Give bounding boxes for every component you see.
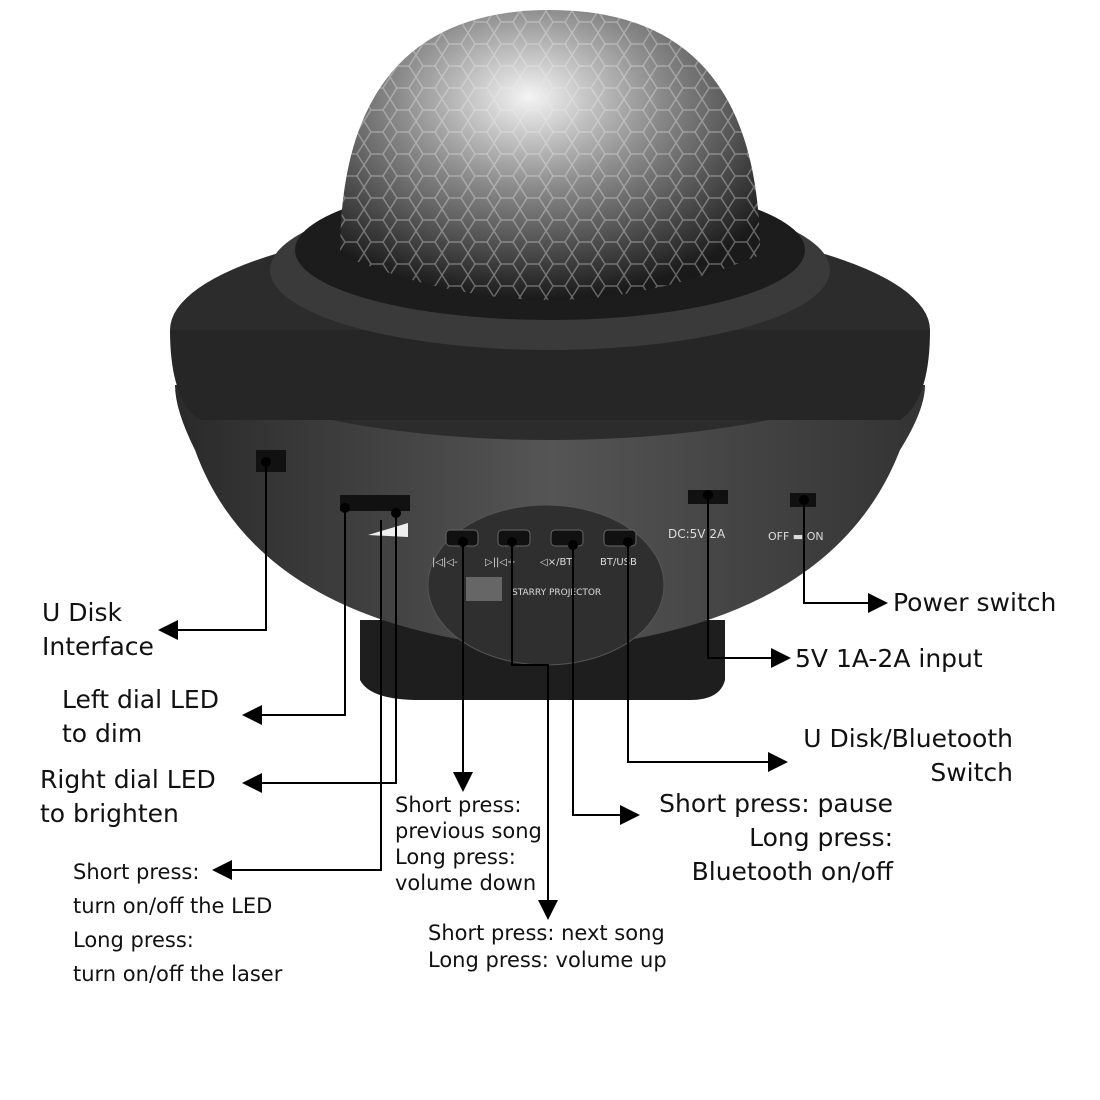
usb-port — [256, 450, 286, 472]
pause-button — [550, 529, 584, 547]
label-next-button: Short press: next song Long press: volum… — [428, 921, 667, 972]
label-u-disk: U Disk Interface — [42, 598, 154, 661]
button-icon-label: |◁|◁- — [432, 557, 458, 568]
button-icon-label: ◁×/BT — [540, 557, 573, 568]
label-left-dial: Left dial LED to dim — [62, 685, 219, 748]
label-dc-input: 5V 1A-2A input — [795, 644, 983, 673]
button-icon-label: ▷||◁+ — [485, 557, 516, 568]
panel-title: STARRY PROJECTOR — [512, 588, 601, 598]
button-icon-label: BT/USB — [600, 557, 637, 568]
label-right-dial: Right dial LED to brighten — [40, 765, 216, 828]
callout-lines — [158, 462, 888, 920]
label-pause-button: Short press: pause Long press: Bluetooth… — [659, 789, 893, 886]
label-led-button: Short press: turn on/off the LED Long pr… — [73, 860, 283, 986]
label-power-switch: Power switch — [893, 588, 1057, 617]
label-mode-switch: U Disk/Bluetooth Switch — [803, 724, 1013, 787]
label-prev-button: Short press: previous song Long press: v… — [395, 793, 542, 895]
switch-label: OFF ▬ ON — [768, 530, 824, 543]
dc-label: DC:5V 2A — [668, 527, 726, 541]
dial — [340, 495, 410, 511]
wifi-icon — [466, 577, 502, 601]
